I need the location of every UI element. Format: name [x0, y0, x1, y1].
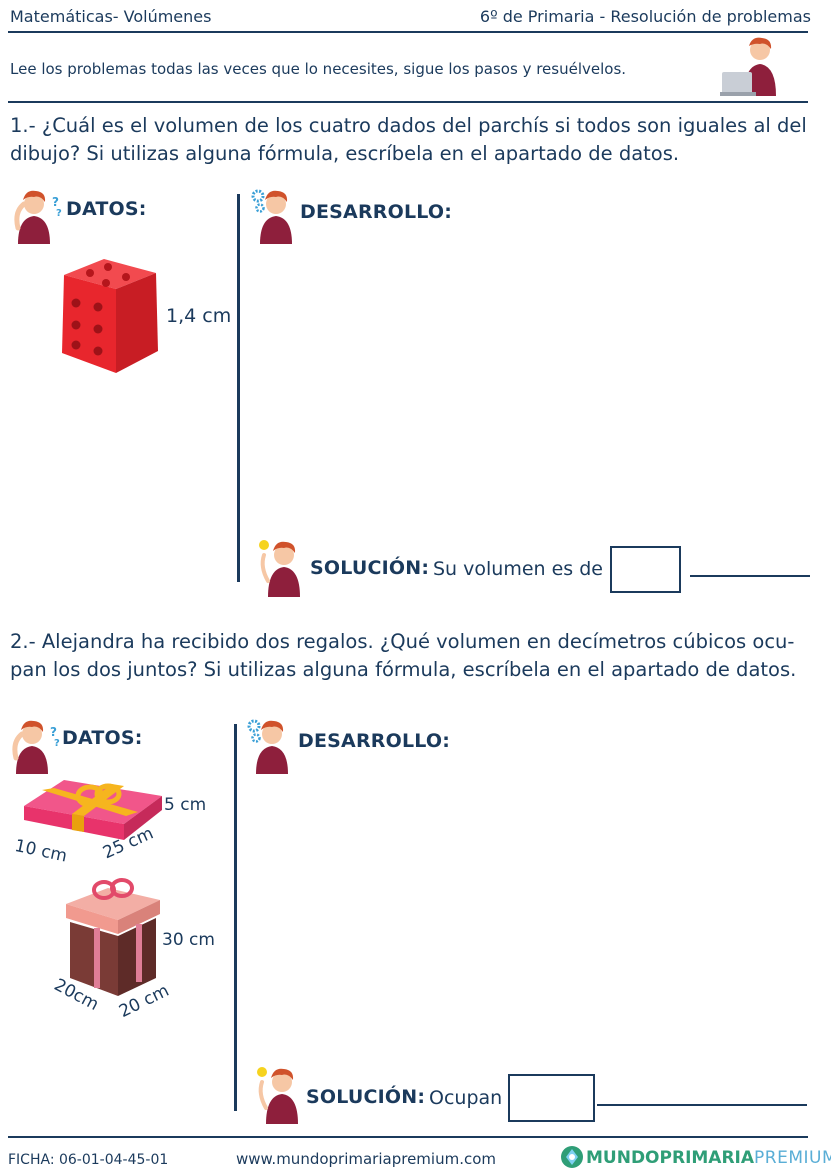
problem1-desarrollo-label: DESARROLLO:: [300, 201, 453, 223]
instructions-text: Lee los problemas todas las veces que lo…: [10, 60, 627, 78]
problem2-divider: [234, 724, 237, 1111]
svg-text:?: ?: [50, 725, 57, 739]
problem1-solucion-text: Su volumen es de: [433, 558, 603, 580]
gift1-height-measure: 5 cm: [164, 795, 207, 815]
problem2-unit-line[interactable]: [597, 1104, 807, 1106]
footer-rule: [8, 1136, 808, 1138]
problem1-solucion-label: SOLUCIÓN:: [310, 557, 430, 579]
problem2-line2: pan los dos juntos? Si utilizas alguna f…: [10, 658, 797, 681]
die-icon: [62, 259, 158, 373]
gift-tall-icon: [66, 878, 160, 996]
gears-boy-icon: [247, 719, 288, 774]
footer-url[interactable]: www.mundoprimariapremium.com: [236, 1150, 496, 1168]
brand-mundo: MUNDO: [586, 1148, 660, 1168]
problem2-solucion-label: SOLUCIÓN:: [306, 1086, 426, 1108]
problem2-solucion-text: Ocupan: [429, 1087, 503, 1109]
header-course: 6º de Primaria - Resolución de problemas: [479, 7, 811, 26]
brand-logo: MUNDOPRIMARIAPREMIUM: [586, 1148, 831, 1168]
idea-boy-icon: [259, 540, 300, 597]
gears-boy-icon: [251, 189, 292, 244]
problem1-divider: [237, 194, 240, 582]
header-rule: [8, 31, 808, 33]
problem1-answer-box[interactable]: [610, 546, 681, 593]
die-side-measure: 1,4 cm: [166, 305, 232, 327]
thinking-boy-icon: ? ?: [14, 190, 62, 244]
problem1-line2: dibujo? Si utilizas alguna fórmula, escr…: [10, 142, 680, 165]
problem1-unit-line[interactable]: [690, 575, 810, 577]
thinking-boy-icon: ? ?: [12, 720, 60, 774]
problem2-desarrollo-label: DESARROLLO:: [298, 730, 451, 752]
globe-logo-icon: [561, 1146, 583, 1168]
gift2-height-measure: 30 cm: [162, 930, 215, 950]
brand-premium: PREMIUM: [754, 1148, 831, 1168]
problem2-answer-box[interactable]: [508, 1074, 595, 1122]
problem2-datos-label: DATOS:: [62, 727, 143, 749]
gift-flat-icon: [24, 780, 162, 840]
svg-text:?: ?: [56, 208, 62, 219]
header-subject: Matemáticas- Volúmenes: [10, 7, 212, 26]
svg-text:?: ?: [54, 738, 60, 749]
problem1-datos-label: DATOS:: [66, 198, 147, 220]
brand-primaria: PRIMARIA: [659, 1148, 755, 1168]
svg-text:?: ?: [52, 195, 59, 209]
idea-boy-icon: [257, 1067, 298, 1124]
problem1-line1: 1.- ¿Cuál es el volumen de los cuatro da…: [10, 114, 807, 137]
instructions-rule: [8, 101, 808, 103]
problem2-line1: 2.- Alejandra ha recibido dos regalos. ¿…: [10, 630, 795, 653]
boy-laptop-icon: [720, 37, 776, 96]
footer-ficha: FICHA: 06-01-04-45-01: [8, 1152, 169, 1168]
